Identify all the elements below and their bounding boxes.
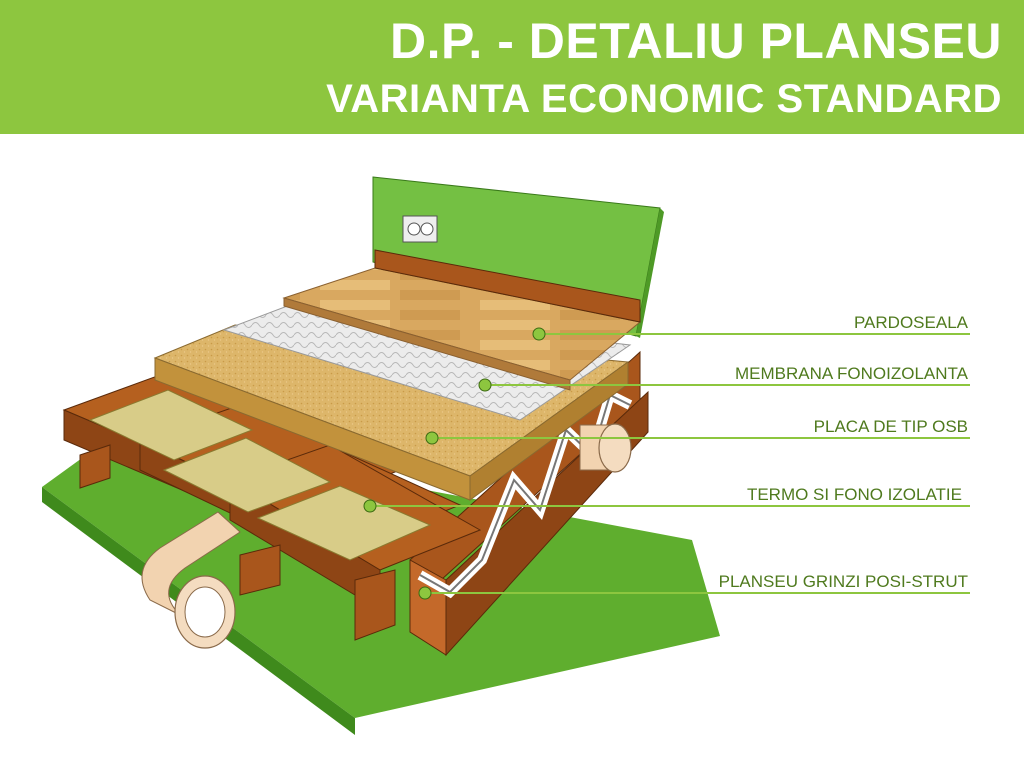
label-pardoseala: PARDOSEALA [854,313,969,332]
label-membrana: MEMBRANA FONOIZOLANTA [735,364,969,383]
leader-placa [425,431,970,445]
pipe-right [579,423,632,473]
leader-planseu [418,586,970,600]
label-termo-fono: TERMO SI FONO IZOLATIE [747,485,962,504]
label-placa-osb: PLACA DE TIP OSB [814,417,968,436]
leader-pardoseala [532,327,970,341]
leader-membrana [478,378,970,392]
socket-icon [402,215,438,243]
title-banner: D.P. - DETALIU PLANSEU VARIANTA ECONOMIC… [0,0,1024,134]
insulation [88,389,432,561]
page-subtitle: VARIANTA ECONOMIC STANDARD [326,77,1002,121]
pipe-left [141,511,241,649]
flooring-layer [282,249,642,391]
label-planseu-grinzi: PLANSEU GRINZI POSI-STRUT [719,572,968,591]
page-title: D.P. - DETALIU PLANSEU [390,13,1002,69]
leader-termo [363,499,970,513]
